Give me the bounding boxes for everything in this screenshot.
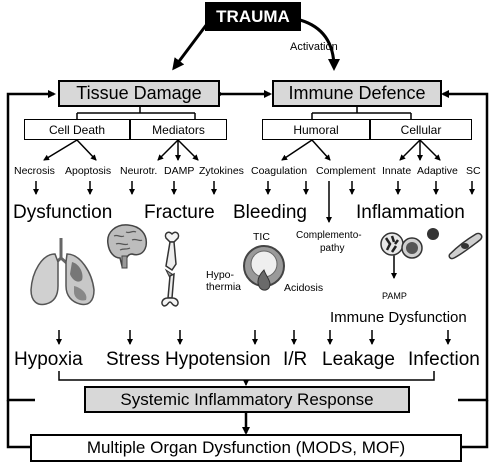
pamp-label: PAMP <box>382 291 407 301</box>
tissue-damage-label: Tissue Damage <box>76 83 202 103</box>
trauma-box: TRAUMA <box>205 2 301 31</box>
dysfunction-label: Dysfunction <box>13 202 113 223</box>
acidosis-label: Acidosis <box>284 282 324 294</box>
complement-label: Complement <box>316 165 376 177</box>
apoptosis-label: Apoptosis <box>65 165 112 177</box>
immune-defence-label: Immune Defence <box>288 83 426 103</box>
humoral-label: Humoral <box>293 122 339 137</box>
trauma-label: TRAUMA <box>216 6 290 26</box>
lungs-icon <box>30 238 95 306</box>
mods-label: Multiple Organ Dysfunction (MODS, MOF) <box>86 438 406 457</box>
zytokines-label: Zytokines <box>199 165 244 177</box>
sc-label: SC <box>466 165 481 177</box>
cell-death-box: Cell Death <box>24 119 130 140</box>
outcome-ir: I/R <box>283 349 308 370</box>
mods-box: Multiple Organ Dysfunction (MODS, MOF) <box>30 434 462 462</box>
tic-label: TIC <box>253 231 270 243</box>
brain-icon <box>107 224 148 269</box>
neurotr-label: Neurotr. <box>120 165 158 177</box>
cellular-label: Cellular <box>400 122 442 137</box>
adaptive-label: Adaptive <box>417 165 458 177</box>
cellular-box: Cellular <box>370 119 472 140</box>
bone-icon <box>161 231 180 307</box>
sirs-label: Systemic Inflammatory Response <box>120 389 374 409</box>
immune-defence-box: Immune Defence <box>272 80 442 107</box>
outcome-leakage: Leakage <box>322 349 395 370</box>
activation-label: Activation <box>290 41 338 53</box>
sirs-box: Systemic Inflammatory Response <box>84 386 410 413</box>
inflammation-label: Inflammation <box>356 202 465 223</box>
coagulation-label: Coagulation <box>251 165 308 177</box>
outcome-stress: Stress <box>106 349 160 370</box>
immune-cells-icon <box>380 228 483 260</box>
hypothermia-label-line1: Hypo- <box>206 269 235 281</box>
complementopathy-label-line1: Complemento- <box>296 230 362 241</box>
innate-label: Innate <box>382 165 412 177</box>
fracture-label: Fracture <box>144 202 215 223</box>
outcome-hypotension: Hypotension <box>165 349 271 370</box>
damp-label: DAMP <box>164 165 195 177</box>
mediators-box: Mediators <box>130 119 227 140</box>
immune-dysfunction-label: Immune Dysfunction <box>330 309 467 326</box>
tissue-damage-box: Tissue Damage <box>58 80 220 107</box>
outcome-hypoxia: Hypoxia <box>14 349 83 370</box>
coagulation-triad-icon <box>243 245 285 291</box>
humoral-box: Humoral <box>262 119 370 140</box>
necrosis-label: Necrosis <box>14 165 55 177</box>
mediators-label: Mediators <box>152 122 205 137</box>
outcome-infection: Infection <box>408 349 480 370</box>
bleeding-label: Bleeding <box>233 202 307 223</box>
cell-death-label: Cell Death <box>48 122 106 137</box>
hypothermia-label-line2: thermia <box>206 281 242 293</box>
complementopathy-label-line2: pathy <box>320 243 345 254</box>
